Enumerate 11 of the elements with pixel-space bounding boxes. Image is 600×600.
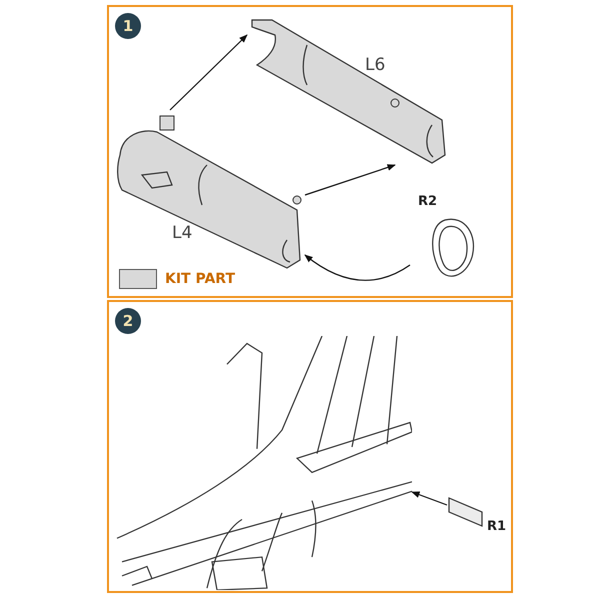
step-number: 1 (115, 13, 141, 39)
step-number: 2 (115, 308, 141, 334)
arrow (304, 254, 410, 281)
step-panel (107, 300, 513, 593)
part-label: R2 (418, 195, 438, 208)
arrow (411, 491, 448, 506)
legend-label: KIT PART (165, 271, 235, 287)
part-label: L6 (365, 57, 386, 74)
arrow (304, 164, 396, 196)
arrow (170, 34, 248, 110)
part-label: R1 (487, 520, 506, 533)
